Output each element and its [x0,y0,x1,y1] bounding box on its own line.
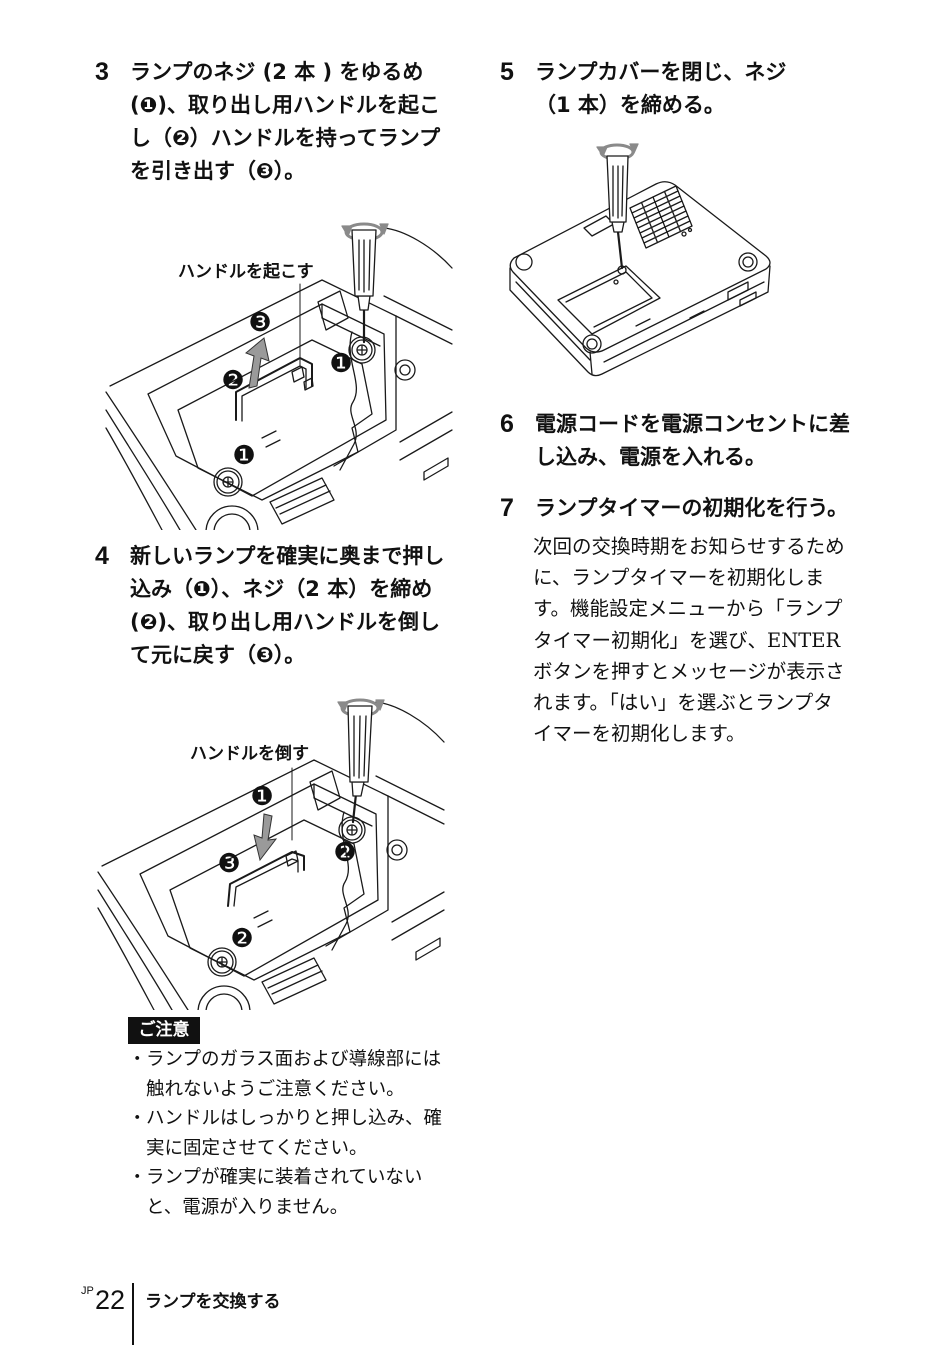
callout-marker: ❶ [232,441,256,471]
callout-marker: ❷ [221,366,245,396]
description-line: す。機能設定メニューから「ランプ [533,597,843,621]
description-line: イマーを初期化します。 [533,722,746,746]
callout-marker: ❶ [250,782,274,812]
section-title: ランプを交換する [145,1292,281,1312]
caution-item: ・ ハンドルはしっかりと押し込み、確 実に固定させてください。 [128,1104,458,1163]
step-4-line: 新しいランプを確実に奥まで押し [130,544,445,568]
step-number: 7 [500,494,514,522]
push-direction-arrow-icon [253,813,278,862]
caution-list: ・ ランプのガラス面および導線部には 触れないようご注意ください。 ・ ハンドル… [128,1045,458,1223]
lamp-install-illustration [97,698,445,1010]
screw [207,947,237,977]
caution-line: ハンドルはしっかりと押し込み、確 [146,1108,443,1130]
step-number: 5 [500,58,514,86]
step-4-line: て元に戻す（❸）。 [130,643,306,667]
vent-grille [629,185,693,249]
step-3-line: を引き出す（❸）。 [130,159,306,183]
rotation-arrow-icon [596,143,639,161]
step-5-line: （1 本）を締める。 [535,93,725,117]
step-text: ランプタイマーの初期化を行う。 [535,492,860,525]
callout-marker: ❶ [329,349,353,379]
description-line: ボタンを押すとメッセージが表示さ [533,659,845,683]
step-text: ランプのネジ (2 本 ) をゆるめ (❶)、取り出し用ハンドルを起こ し（❷）… [130,56,455,188]
description-line: れます。「はい」を選ぶとランプタ [533,690,833,714]
step-3-line: ランプのネジ (2 本 ) をゆるめ [130,60,424,84]
caution-line: 実に固定させてください。 [146,1137,368,1159]
screwdriver [606,155,629,275]
lift-direction-arrow-icon [245,337,270,389]
footer-divider [132,1283,134,1345]
lamp-compartment [139,783,379,977]
step-3-line: し（❷）ハンドルを持ってランプ [130,126,441,150]
step-4-line: 込み（❶）、ネジ（2 本）を締め [130,577,433,601]
step-number: 6 [500,410,514,438]
step-text: 新しいランプを確実に奥まで押し 込み（❶）、ネジ（2 本）を締め (❷)、取り出… [130,540,455,672]
adjuster-foot [515,252,758,354]
step-7-description: 次回の交換時期をお知らせするため に、ランプタイマーを初期化しま す。機能設定メ… [533,531,863,749]
screw [348,336,376,364]
step-number: 3 [95,58,109,86]
step-text: ランプカバーを閉じ、ネジ （1 本）を締める。 [535,56,860,122]
lamp-removal-illustration [105,222,453,530]
screwdriver [347,705,373,824]
caution-line: ランプが確実に装着されていない [146,1167,423,1189]
language-mark: JP [81,1285,94,1297]
cooling-fan [205,505,259,530]
description-line: 次回の交換時期をお知らせするため [533,535,845,558]
callout-marker: ❸ [248,308,272,338]
caution-item: ・ ランプのガラス面および導線部には 触れないようご注意ください。 [128,1045,458,1104]
step-6-line: し込み、電源を入れる。 [535,445,766,469]
screw [213,467,243,497]
cooling-fan [197,985,251,1010]
projector-housing [105,227,453,530]
handle-down-label: ハンドルを倒す [190,744,309,764]
bullet-mark: ・ [128,1108,147,1130]
bullet-mark: ・ [128,1167,147,1189]
step-number: 4 [95,542,109,570]
lamp-cover [557,265,661,335]
step-3-line: (❶)、取り出し用ハンドルを起こ [130,93,440,117]
description-line: タイマー初期化」を選び、ENTER [533,628,841,652]
step-7-line: ランプタイマーの初期化を行う。 [535,496,849,520]
vent-block [261,957,327,1005]
step-5-line: ランプカバーを閉じ、ネジ [535,60,787,84]
lamp-cover-illustration [509,143,771,377]
lamp-handle [227,851,305,907]
screwdriver [351,229,377,344]
caution-line: 触れないようご注意ください。 [146,1078,405,1100]
screw [338,816,366,844]
step-4-line: (❷)、取り出し用ハンドルを倒し [130,610,440,634]
step-text: 電源コードを電源コンセントに差 し込み、電源を入れる。 [535,408,860,474]
caution-line: と、電源が入りません。 [146,1196,349,1218]
callout-marker: ❷ [333,838,357,868]
rotation-arrow-icon [341,222,389,242]
vent-block [269,477,335,525]
bullet-mark: ・ [128,1049,147,1070]
callout-marker: ❸ [217,849,241,879]
lamp-unit [177,290,373,501]
step-6-line: 電源コードを電源コンセントに差 [535,412,850,436]
caution-heading: ご注意 [128,1017,200,1044]
callout-marker: ❷ [230,924,254,954]
handle-up-label: ハンドルを起こす [178,262,314,282]
caution-line: ランプのガラス面および導線部には [146,1049,442,1070]
caution-item: ・ ランプが確実に装着されていない と、電源が入りません。 [128,1163,458,1222]
description-line: に、ランプタイマーを初期化しま [533,566,825,590]
io-ports [689,281,757,319]
page-number: 22 [95,1285,126,1315]
